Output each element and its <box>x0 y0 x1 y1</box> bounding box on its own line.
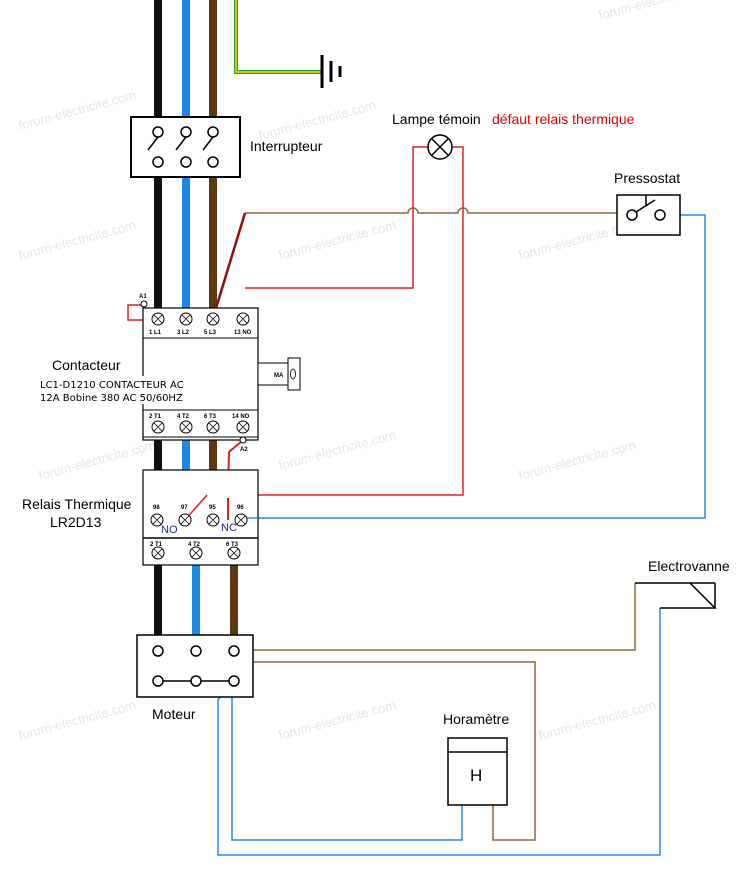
earth-ground-icon <box>320 55 342 88</box>
terminal-label: 3 L2 <box>177 330 190 336</box>
lampe-label: Lampe témoin <box>392 111 481 127</box>
terminal-label: 1 L1 <box>149 330 162 336</box>
svg-text:forum-electricite.com: forum-electricite.com <box>257 97 377 143</box>
nc-label: NC <box>221 522 237 534</box>
relais-thermique: 98 97 95 96 2 T1 4 T2 6 T3 NO NC Relais … <box>22 469 259 566</box>
a2-label: A2 <box>240 447 248 453</box>
relais-label: Relais Thermique <box>22 496 132 512</box>
terminal-label: 6 T3 <box>204 414 217 420</box>
defaut-label: défaut relais thermique <box>492 111 635 127</box>
horametre-label: Horamètre <box>443 711 509 727</box>
svg-text:forum-electricite.com: forum-electricite.com <box>277 697 397 743</box>
interrupteur-label: Interrupteur <box>250 138 323 154</box>
pressostat-label: Pressostat <box>614 170 680 186</box>
svg-text:forum-electricite.com: forum-electricite.com <box>17 697 137 743</box>
terminal-label: 2 T1 <box>149 414 162 420</box>
svg-text:forum-electricite.com: forum-electricite.com <box>37 437 157 483</box>
svg-text:forum-electricite.com: forum-electricite.com <box>17 87 137 133</box>
terminal-label: 13 NO <box>234 330 252 336</box>
svg-text:forum-electricite.com: forum-electricite.com <box>17 217 137 263</box>
interrupteur: Interrupteur <box>130 116 323 178</box>
electrovanne: Electrovanne <box>635 558 730 609</box>
svg-text:forum-electricite.com: forum-electricite.com <box>517 437 637 483</box>
terminal-label: 6 T3 <box>226 542 239 548</box>
svg-text:forum-electricite.com: forum-electricite.com <box>277 427 397 473</box>
relais-ref: LR2D13 <box>50 514 102 530</box>
moteur: Moteur <box>136 634 254 722</box>
moteur-label: Moteur <box>152 706 196 722</box>
terminal-label: 95 <box>209 505 216 511</box>
contacteur-ref: LC1-D1210 CONTACTEUR AC <box>40 380 184 391</box>
terminal-label: 4 T2 <box>188 542 201 548</box>
terminal-label: 2 T1 <box>150 542 163 548</box>
terminal-label: 4 T2 <box>177 414 190 420</box>
earth-wire <box>234 0 342 88</box>
contacteur: 1 L1 3 L2 5 L3 13 NO 2 T1 4 T2 6 T3 14 N… <box>36 294 301 453</box>
terminal-label: 98 <box>153 505 160 511</box>
terminal-label: 14 NO <box>232 414 250 420</box>
lampe-temoin: Lampe témoin défaut relais thermique <box>392 111 635 160</box>
a1-label: A1 <box>139 294 147 300</box>
electrovanne-label: Electrovanne <box>648 558 730 574</box>
no-label: NO <box>161 524 178 536</box>
horametre: H Horamètre <box>443 711 509 806</box>
pressostat: Pressostat <box>614 170 681 236</box>
svg-text:forum-electricite.com: forum-electricite.com <box>277 217 397 263</box>
terminal-label: 97 <box>181 505 188 511</box>
ma-label: MA <box>274 373 284 379</box>
contacteur-ref: 12A Bobine 380 AC 50/60HZ <box>40 393 183 404</box>
svg-text:forum-electricite.com: forum-electricite.com <box>597 0 717 23</box>
contacteur-label: Contacteur <box>52 357 121 373</box>
horametre-symbol: H <box>470 766 482 785</box>
terminal-label: 96 <box>237 505 244 511</box>
terminal-label: 5 L3 <box>204 330 217 336</box>
svg-text:forum-electricite.com: forum-electricite.com <box>537 697 657 743</box>
